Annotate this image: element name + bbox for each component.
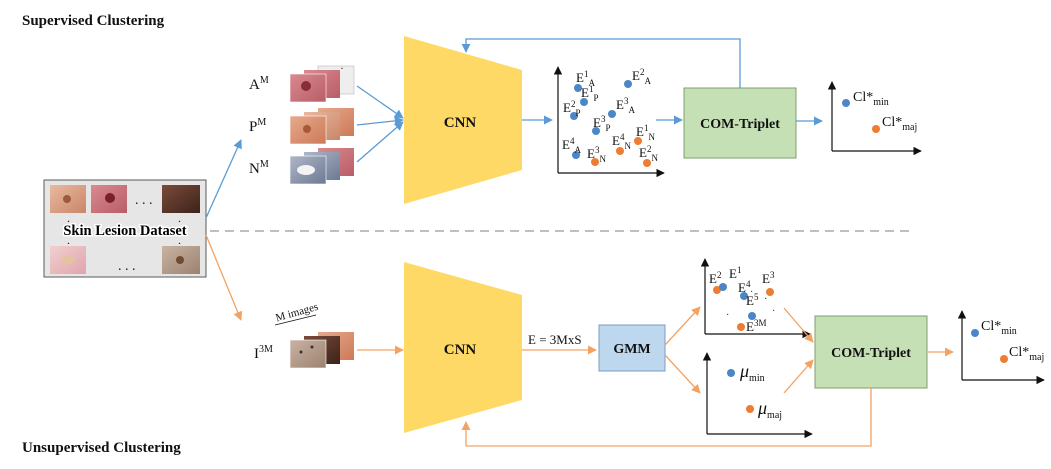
arrow-gmm-to-means	[664, 354, 701, 394]
mu-min-label: μmin	[739, 361, 765, 384]
unsup-embedding-point	[713, 286, 721, 294]
sup-embedding-label: E4A	[562, 136, 581, 155]
unsup-embedding-label: E4	[738, 279, 751, 295]
sup-embedding-label: E1A	[576, 69, 595, 88]
feedback-arrow-supervised	[461, 38, 741, 88]
mu-maj-label: μmaj	[757, 398, 782, 421]
supervised-clustering-title: Supervised Clustering	[22, 13, 165, 29]
dataset-dots-top: . . .	[135, 193, 153, 208]
unsup-embedding-point	[740, 292, 748, 300]
unsupervised-clustering-title: Unsupervised Clustering	[22, 440, 181, 456]
sup-embedding-label: E4N	[612, 132, 631, 151]
arrow-gmm-to-embedding	[664, 306, 701, 346]
sup-embedding-point	[592, 127, 600, 135]
sup-embedding-label: E2N	[639, 144, 658, 163]
sup-embedding-point	[608, 110, 616, 118]
sup-embedding-point	[591, 158, 599, 166]
unsup-embedding-label: E1	[729, 265, 741, 281]
cnn-unsupervised: CNN	[404, 262, 522, 433]
unsupervised-input: M images I3M	[254, 301, 354, 369]
unsupervised-cluster-plot: Cl*min Cl*maj	[957, 310, 1045, 385]
svg-text:·: ·	[772, 306, 775, 317]
gmm-box: GMM	[598, 324, 666, 372]
u-cluster-min-point	[971, 329, 979, 337]
sup-embedding-label: E3N	[587, 145, 606, 164]
com-triplet-supervised-label: COM-Triplet	[700, 117, 780, 132]
svg-text:·: ·	[764, 294, 767, 305]
mu-maj-point	[746, 405, 754, 413]
sup-embedding-point	[616, 147, 624, 155]
arrow-to-unsupervised	[205, 234, 243, 321]
svg-text:·: ·	[726, 310, 729, 321]
input-i3m-label: I3M	[254, 344, 273, 362]
unsup-embedding-point	[737, 323, 745, 331]
unsup-embedding-point	[766, 288, 774, 296]
gmm-label: GMM	[613, 342, 650, 357]
com-triplet-unsupervised-label: COM-Triplet	[831, 346, 911, 361]
unsup-embedding-label: E2	[709, 270, 721, 286]
cluster-maj-label: Cl*maj	[882, 115, 917, 133]
sup-embedding-label: E3P	[593, 114, 610, 133]
sup-embedding-point	[572, 151, 580, 159]
supervised-cluster-plot: Cl*min Cl*maj	[827, 81, 922, 156]
unsup-embedding-label: E3M	[746, 318, 766, 334]
svg-text:·: ·	[750, 287, 753, 298]
triplet-input-images: AM · PM NM	[249, 61, 355, 185]
svg-text:.: .	[67, 211, 70, 225]
com-triplet-supervised: COM-Triplet	[683, 87, 797, 159]
arrow-embedding-to-triplet-u	[783, 307, 814, 343]
cluster-min-point	[842, 99, 850, 107]
m-images-label: M images	[274, 301, 319, 325]
gmm-means-plot: μmin μmaj	[702, 352, 813, 439]
dataset-label: Skin Lesion Dataset	[63, 223, 186, 239]
sup-embedding-point	[634, 137, 642, 145]
svg-text:·: ·	[340, 61, 344, 75]
cnn-supervised-label: CNN	[444, 115, 477, 131]
svg-text:.: .	[67, 233, 70, 247]
sup-embedding-label: E2A	[632, 67, 651, 86]
input-anchor-label: AM	[249, 75, 269, 93]
svg-text:.: .	[178, 233, 181, 247]
input-positive-label: PM	[249, 117, 266, 135]
arrow-means-to-triplet	[783, 359, 814, 394]
arrow-negative-to-cnn	[356, 121, 404, 163]
sup-embedding-point	[643, 159, 651, 167]
sup-embedding-point	[580, 98, 588, 106]
svg-text:.: .	[178, 211, 181, 225]
embedding-formula: E = 3MxS	[528, 332, 582, 347]
skin-lesion-dataset: . . . . . . Skin Lesion Dataset . . . .	[43, 179, 207, 278]
dataset-dots-bottom: . . .	[118, 259, 136, 274]
sup-embedding-label: E1P	[581, 84, 598, 103]
cluster-min-label: Cl*min	[853, 90, 889, 108]
cluster-maj-point	[872, 125, 880, 133]
dataset-thumb	[162, 185, 200, 213]
u-cluster-maj-point	[1000, 355, 1008, 363]
mu-min-point	[727, 369, 735, 377]
sup-embedding-point	[570, 112, 578, 120]
sup-embedding-label: E1N	[636, 123, 655, 142]
cnn-unsupervised-label: CNN	[444, 342, 477, 358]
unsup-embedding-label: E3	[762, 270, 775, 286]
u-cluster-min-label: Cl*min	[981, 319, 1017, 337]
sup-embedding-label: E3A	[616, 96, 635, 115]
u-cluster-maj-label: Cl*maj	[1009, 345, 1044, 363]
sup-embedding-point	[574, 84, 582, 92]
unsup-embedding-label: E5	[746, 292, 759, 308]
feedback-arrow-unsupervised	[461, 388, 872, 447]
com-triplet-unsupervised: COM-Triplet	[814, 315, 928, 389]
sup-embedding-point	[624, 80, 632, 88]
unsup-embedding-point	[748, 312, 756, 320]
arrow-anchor-to-cnn	[356, 85, 404, 119]
input-negative-label: NM	[249, 159, 269, 177]
unsup-embedding-point	[719, 283, 727, 291]
arrow-to-supervised	[205, 139, 242, 219]
arrow-positive-to-cnn	[356, 116, 404, 126]
cnn-supervised: CNN	[404, 36, 522, 204]
sup-embedding-label: E2P	[563, 99, 580, 118]
